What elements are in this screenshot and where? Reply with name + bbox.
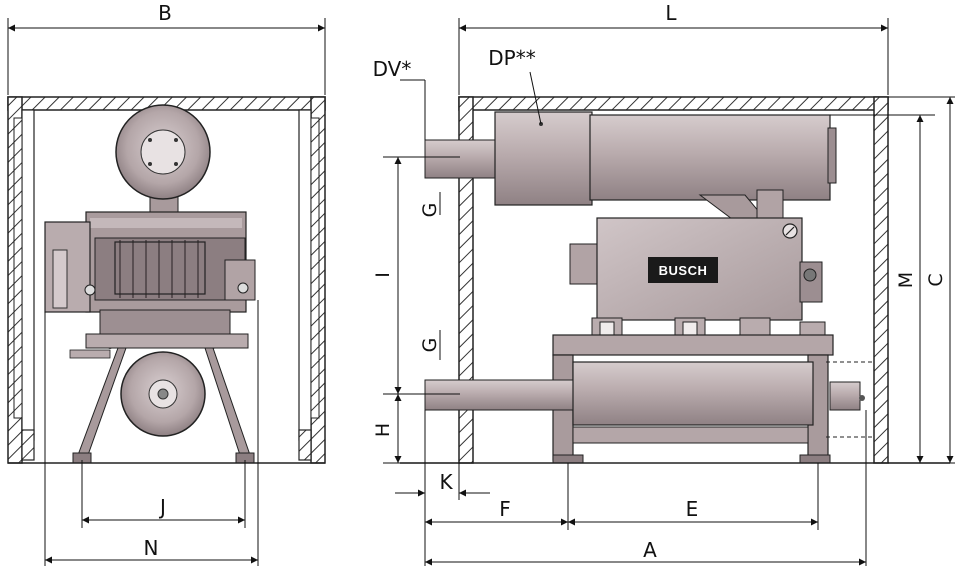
busch-logo — [648, 257, 718, 283]
label-j: J — [158, 495, 166, 519]
label-dp: DP** — [488, 46, 535, 70]
front-motor-block — [44, 211, 256, 359]
front-enclosure — [7, 96, 326, 464]
label-g-lower: G — [419, 338, 441, 353]
label-h: H — [372, 423, 394, 437]
label-i: I — [372, 272, 394, 278]
front-top-silencer — [115, 104, 211, 226]
front-bottom-silencer — [120, 351, 206, 437]
front-frame — [72, 333, 255, 464]
front-view — [7, 96, 326, 464]
busch-logo-text: BUSCH — [659, 263, 708, 278]
label-c: C — [925, 273, 947, 286]
side-lower-silencer — [424, 361, 874, 438]
label-b: B — [158, 1, 172, 25]
label-k: K — [439, 470, 453, 494]
label-m: M — [895, 272, 917, 288]
side-pump-housing: BUSCH — [569, 217, 823, 321]
label-l: L — [665, 1, 677, 25]
label-f: F — [499, 497, 511, 521]
side-enclosure — [458, 96, 889, 464]
dimension-lines — [7, 18, 955, 566]
side-view: BUSCH — [400, 96, 950, 464]
label-dv: DV* — [373, 57, 412, 81]
side-base-frame — [552, 334, 834, 464]
label-a: A — [643, 538, 657, 562]
side-upper-silencer — [424, 111, 837, 231]
label-g-upper: G — [419, 203, 441, 218]
label-e: E — [686, 497, 699, 521]
dimension-labels: B L DV* DP** G I G H M C J N K F E A — [144, 1, 947, 562]
label-n: N — [144, 536, 159, 560]
